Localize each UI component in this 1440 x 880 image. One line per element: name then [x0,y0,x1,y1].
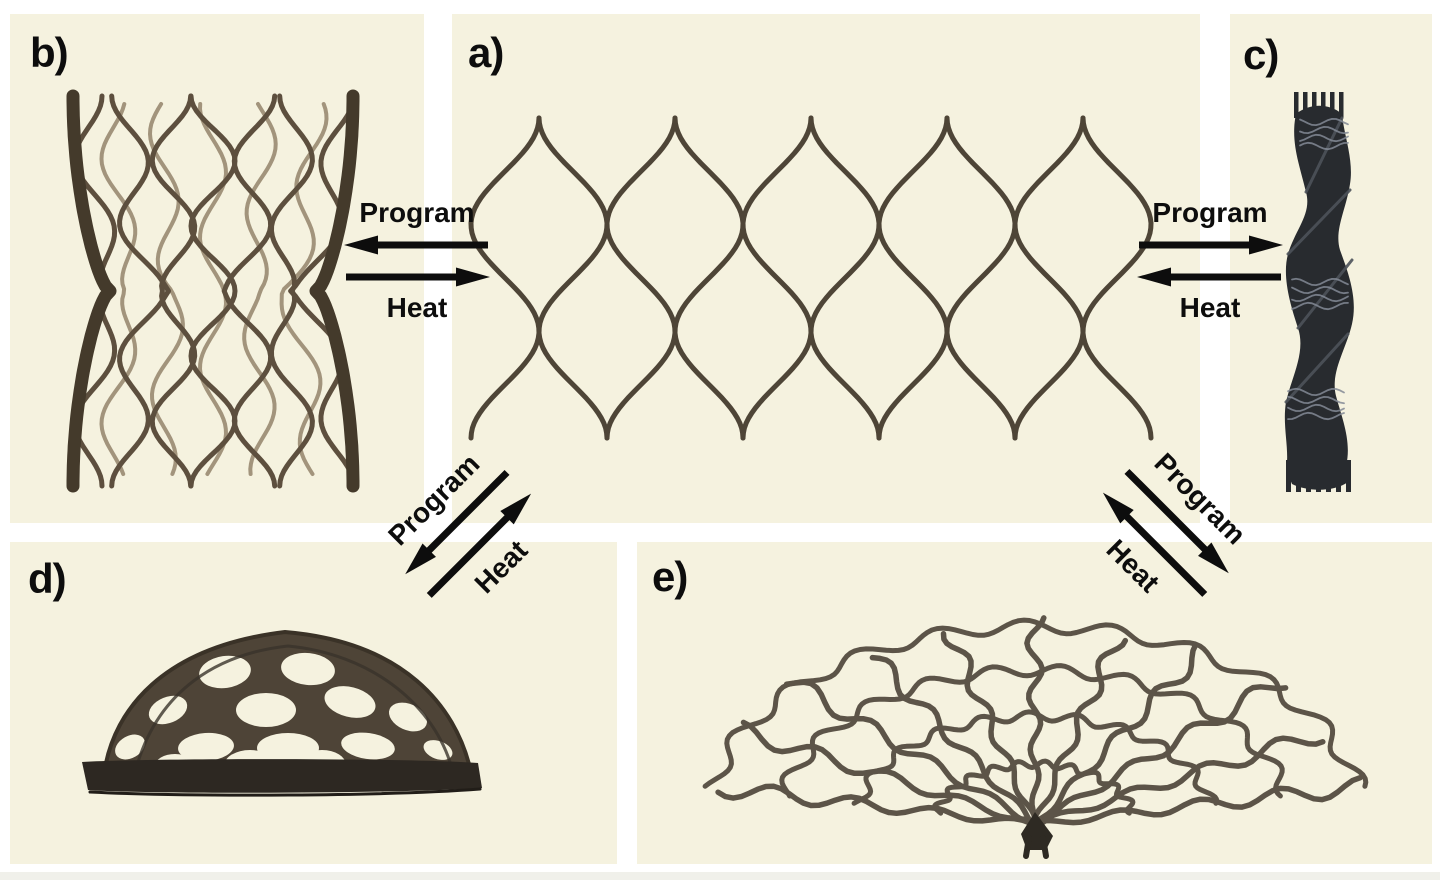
heat-label: Heat [1179,291,1241,323]
transition-a-e: Program Heat [1068,435,1264,631]
program-label: Program [1152,197,1268,228]
arrow-right-icon [426,493,531,598]
panel-e: e) [637,542,1432,864]
program-label: Program [359,197,475,228]
panel-label-b: b) [30,29,69,76]
panel-c: c) [1230,14,1432,523]
tube-lattice-photo [66,89,360,493]
transition-a-c: Program Heat [1134,197,1286,324]
arrow-left-icon [1137,267,1281,287]
arrow-left-icon [344,235,488,255]
heat-label: Heat [386,291,448,323]
twisted-rod-photo [1284,92,1354,492]
fan-lattice-photo [702,615,1369,859]
panel-label-a: a) [468,29,504,76]
arrow-right-icon [1139,235,1283,255]
panel-label-e: e) [652,553,688,600]
flat-lattice-photo [468,115,1154,441]
panel-b: b) [10,14,424,523]
panel-a: a) [452,14,1200,523]
panel-d: d) [10,542,617,864]
transition-b-a: Program Heat [341,197,493,324]
arrow-left-icon [405,469,510,575]
transition-a-d: Program Heat [370,436,566,632]
arrow-right-icon [1124,468,1229,574]
arrow-right-icon [346,267,490,287]
panel-label-d: d) [28,555,67,602]
dome-lattice-photo [82,630,482,797]
arrow-left-icon [1103,492,1208,597]
panel-label-c: c) [1243,31,1279,78]
page-edge-strip [0,872,1440,880]
